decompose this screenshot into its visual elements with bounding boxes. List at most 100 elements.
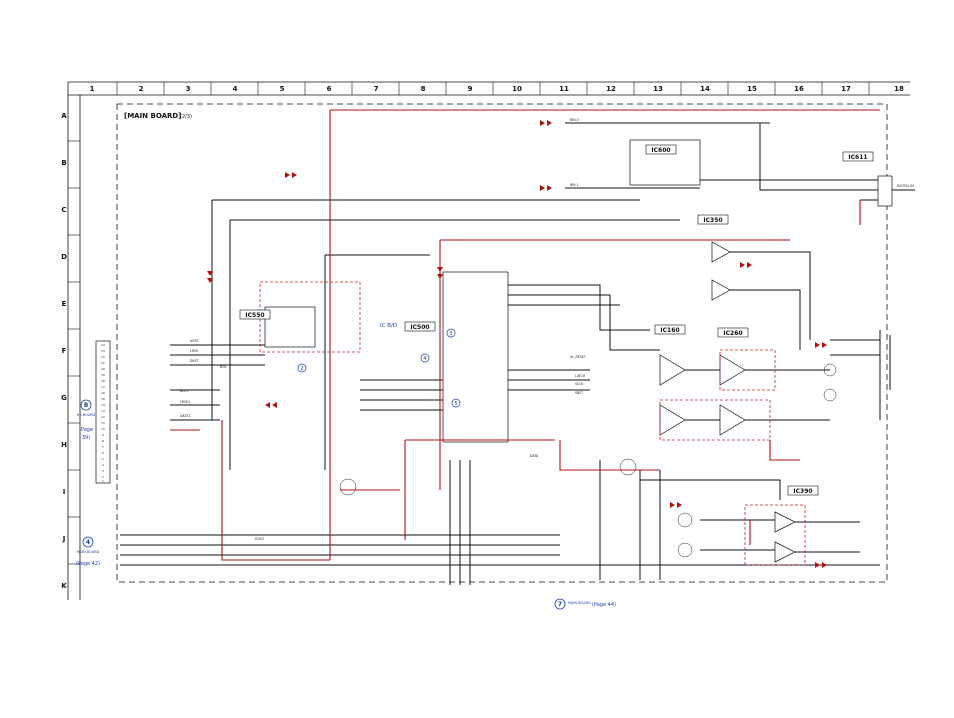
pin-number: 11	[101, 421, 105, 425]
signal-data: DATA	[530, 454, 539, 458]
arrow-connectors	[207, 120, 827, 568]
col-label: 5	[280, 85, 285, 93]
ic550-label: IC550	[245, 312, 264, 319]
callout-j4: 4 MAIN BOARD (Page 42)	[76, 536, 100, 567]
pin-number: 21	[101, 361, 105, 365]
wiring-black	[95, 122, 915, 585]
pin-number: 1	[102, 479, 104, 483]
col-label: 10	[512, 85, 522, 93]
pin-number: 2	[102, 475, 104, 479]
col-label: 6	[327, 85, 332, 93]
row-label: A	[61, 112, 67, 120]
signal-adst: ADST	[190, 339, 199, 343]
wiring-red	[170, 109, 880, 561]
inline-callouts: 2 3 4 5	[297, 328, 461, 408]
ic600-label: IC600	[651, 147, 670, 154]
column-headers: 1 2 3 4 5 6 7 8 9 10 11 12 13 14 15 16 1…	[90, 85, 904, 93]
callout-5: 5	[454, 401, 457, 407]
pin-number: 3	[102, 469, 104, 473]
callout-k7-page: (Page 44)	[592, 602, 616, 608]
ic611-label: IC611	[848, 154, 867, 161]
col-label: 15	[747, 85, 757, 93]
callout-j4-page: (Page 42)	[76, 561, 100, 567]
pin-number: 16	[101, 391, 105, 395]
row-headers: A B C D E F G H I J K	[61, 112, 67, 590]
signal-lrck1: LRCK1	[180, 400, 190, 404]
signal-dout: DOUT	[255, 537, 264, 541]
callout-k7-text: MAIN BOARD	[568, 601, 591, 605]
pin-number: 12	[101, 415, 105, 419]
signal-bin1: BIN-1	[570, 183, 579, 187]
callout-k7: 7 MAIN BOARD (Page 44)	[554, 598, 616, 610]
row-label: F	[62, 347, 67, 355]
col-label: 9	[468, 85, 473, 93]
col-label: 8	[421, 85, 426, 93]
col-label: 17	[841, 85, 851, 93]
col-label: 13	[653, 85, 663, 93]
pin-number: 6	[102, 451, 104, 455]
col-label: 12	[606, 85, 616, 93]
ic260-label: IC260	[723, 330, 742, 337]
col-label: 3	[186, 85, 191, 93]
pin-number: 18	[101, 379, 105, 383]
signal-sclk: SCLK	[575, 382, 584, 386]
signal-xl-reset: XL_RESET	[570, 355, 586, 359]
ic160-label: IC160	[660, 327, 679, 334]
pin-number: 19	[101, 373, 105, 377]
pin-number: 20	[101, 367, 105, 371]
row-label: C	[61, 206, 66, 214]
row-label: H	[61, 441, 67, 449]
col-label: 14	[700, 85, 710, 93]
board-page: (2/3)	[180, 114, 192, 120]
pin-number: 13	[101, 409, 105, 413]
pin-number: 14	[101, 403, 105, 407]
col-label: 11	[559, 85, 569, 93]
ic390-label: IC390	[793, 488, 812, 495]
pin-number: 15	[101, 397, 105, 401]
col-label: 1	[90, 85, 95, 93]
col-label: 18	[894, 85, 904, 93]
pin-number: 23	[101, 349, 105, 353]
signal-sbst: SBST	[575, 391, 583, 395]
callout-b-page: (Page	[79, 427, 93, 433]
signal-bck1: BCK1	[180, 389, 188, 393]
ic-labels: IC600 IC611 IC350 IC550 IC500 IC160 IC26…	[239, 144, 874, 496]
signal-dast: DAST	[190, 359, 199, 363]
signal-lrck: LRCK	[190, 349, 199, 353]
callout-j4-marker: 4	[86, 539, 90, 546]
row-label: J	[62, 535, 66, 543]
signal-digital-in: DIGITAL IN	[897, 184, 914, 188]
callout-3: 3	[449, 331, 452, 337]
callout-b-page-num: 39)	[82, 435, 90, 441]
signal-dast1: DAST1	[180, 414, 191, 418]
signal-latch: LATCH	[575, 374, 586, 378]
pin-number: 10	[101, 427, 105, 431]
pin-number: 17	[101, 385, 105, 389]
row-label: I	[63, 488, 66, 496]
row-label: D	[61, 253, 67, 261]
callout-b-text: HS BOARD	[77, 413, 96, 417]
pin-number: 9	[102, 433, 104, 437]
pin-number: 5	[102, 457, 104, 461]
row-label: G	[61, 394, 67, 402]
callout-b: B HS BOARD (Page 39)	[77, 399, 96, 441]
callout-k7-marker: 7	[558, 601, 562, 608]
pin-number: 8	[102, 439, 104, 443]
frame-grid	[67, 81, 910, 600]
row-label: K	[61, 582, 67, 590]
pin-number: 24	[101, 343, 105, 347]
signal-bck: BCK	[220, 365, 227, 369]
callout-2: 2	[300, 366, 303, 372]
ic-ref-tag: IC B/D	[380, 323, 397, 329]
col-label: 4	[233, 85, 238, 93]
board-outline	[116, 103, 888, 583]
pin-number: 4	[102, 463, 104, 467]
board-title: [MAIN BOARD]	[124, 112, 181, 120]
col-label: 2	[139, 85, 144, 93]
row-label: B	[61, 159, 66, 167]
signal-bin0: BIN-0	[570, 118, 579, 122]
callout-j4-text: MAIN BOARD	[77, 550, 100, 554]
col-label: 7	[374, 85, 379, 93]
callout-b-marker: B	[84, 402, 89, 409]
